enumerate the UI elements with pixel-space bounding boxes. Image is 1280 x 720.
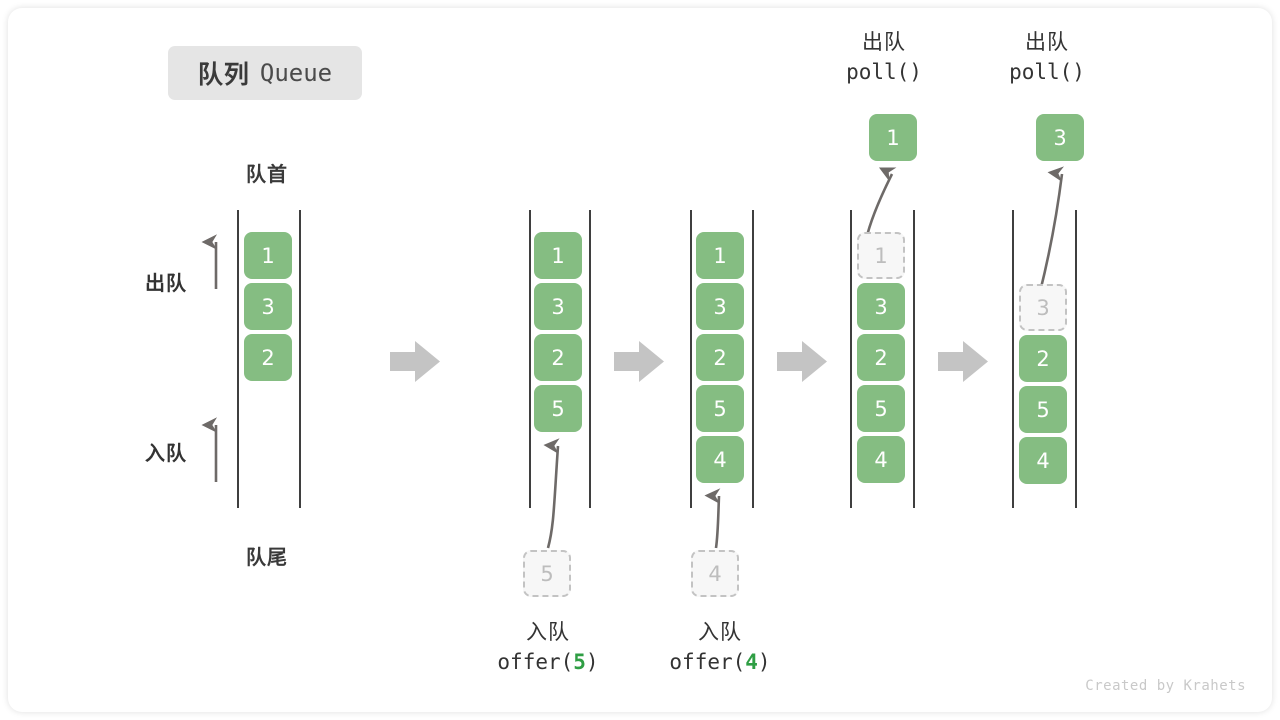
- enqueue-arrow-col2: [543, 438, 560, 549]
- queue-stack-col2: 1 3 2 5: [534, 232, 582, 432]
- queue-element: 3: [696, 283, 744, 330]
- popped-element-box: 3: [1036, 114, 1084, 161]
- code-suffix: ): [757, 649, 771, 674]
- rail-right-col1: [299, 210, 301, 508]
- code-value: 4: [745, 649, 758, 674]
- code-prefix: offer(: [669, 649, 746, 674]
- flow-arrow-icon: [390, 341, 440, 382]
- popped-element-box: 1: [869, 114, 917, 161]
- removed-ghost-box: 1: [857, 232, 905, 279]
- rail-right-col3: [752, 210, 754, 508]
- flow-arrow-icon: [614, 341, 664, 382]
- queue-element: 1: [244, 232, 292, 279]
- side-direction-arrows: [201, 234, 218, 482]
- op-label-offer-4: 入队 offer(4): [624, 618, 816, 678]
- queue-element: 5: [857, 385, 905, 432]
- op-label-cn: 出队: [862, 31, 906, 54]
- rail-left-col2: [529, 210, 531, 508]
- queue-element: 3: [857, 283, 905, 330]
- title-badge: 队列 Queue: [168, 46, 362, 100]
- op-label-code: poll(): [846, 59, 922, 84]
- queue-element: 5: [1019, 386, 1067, 433]
- rail-left-col5: [1012, 210, 1014, 508]
- flow-arrow-icon: [777, 341, 827, 382]
- queue-element: 3: [244, 283, 292, 330]
- code-suffix: ): [585, 649, 599, 674]
- label-queue-rear: 队尾: [246, 547, 288, 569]
- queue-stack-col1: 1 3 2: [244, 232, 292, 381]
- rail-left-col3: [690, 210, 692, 508]
- queue-stack-col4: 1 3 2 5 4: [857, 232, 905, 483]
- rail-right-col2: [589, 210, 591, 508]
- queue-element: 2: [244, 334, 292, 381]
- queue-element: 2: [534, 334, 582, 381]
- queue-element: 5: [696, 385, 744, 432]
- op-label-poll-1: 出队 poll(): [810, 28, 958, 88]
- queue-element: 4: [1019, 437, 1067, 484]
- op-label-code: offer(5): [452, 648, 644, 678]
- queue-element: 1: [534, 232, 582, 279]
- op-label-code: poll(): [1009, 59, 1085, 84]
- flow-arrow-icon: [938, 341, 988, 382]
- queue-stack-col5: 3 2 5 4: [1019, 284, 1067, 484]
- op-label-offer-5: 入队 offer(5): [452, 618, 644, 678]
- rail-right-col4: [913, 210, 915, 508]
- code-prefix: offer(: [497, 649, 574, 674]
- code-value: 5: [573, 649, 586, 674]
- queue-element: 2: [1019, 335, 1067, 382]
- rail-left-col4: [850, 210, 852, 508]
- enqueue-arrow-col3: [704, 488, 721, 549]
- rail-right-col5: [1075, 210, 1077, 508]
- watermark-credit: Created by Krahets: [1085, 678, 1246, 694]
- queue-element-new: 4: [696, 436, 744, 483]
- incoming-ghost-box: 5: [523, 550, 571, 597]
- queue-stack-col3: 1 3 2 5 4: [696, 232, 744, 483]
- queue-element: 2: [857, 334, 905, 381]
- dequeue-arrow-col5: [1038, 166, 1064, 293]
- queue-element: 1: [696, 232, 744, 279]
- op-label-poll-3: 出队 poll(): [973, 28, 1121, 88]
- title-chinese: 队列: [197, 61, 250, 89]
- queue-element-new: 5: [534, 385, 582, 432]
- op-label-cn: 入队: [698, 621, 742, 644]
- queue-element: 3: [534, 283, 582, 330]
- removed-ghost-box: 3: [1019, 284, 1067, 331]
- label-dequeue-side: 出队: [145, 273, 187, 295]
- queue-element: 4: [857, 436, 905, 483]
- incoming-ghost-box: 4: [691, 550, 739, 597]
- title-english: Queue: [259, 59, 333, 87]
- op-label-cn: 入队: [526, 621, 570, 644]
- queue-element: 2: [696, 334, 744, 381]
- op-label-code: offer(4): [624, 648, 816, 678]
- op-label-cn: 出队: [1025, 31, 1069, 54]
- rail-left-col1: [237, 210, 239, 508]
- label-queue-front: 队首: [246, 164, 288, 186]
- label-enqueue-side: 入队: [145, 443, 187, 465]
